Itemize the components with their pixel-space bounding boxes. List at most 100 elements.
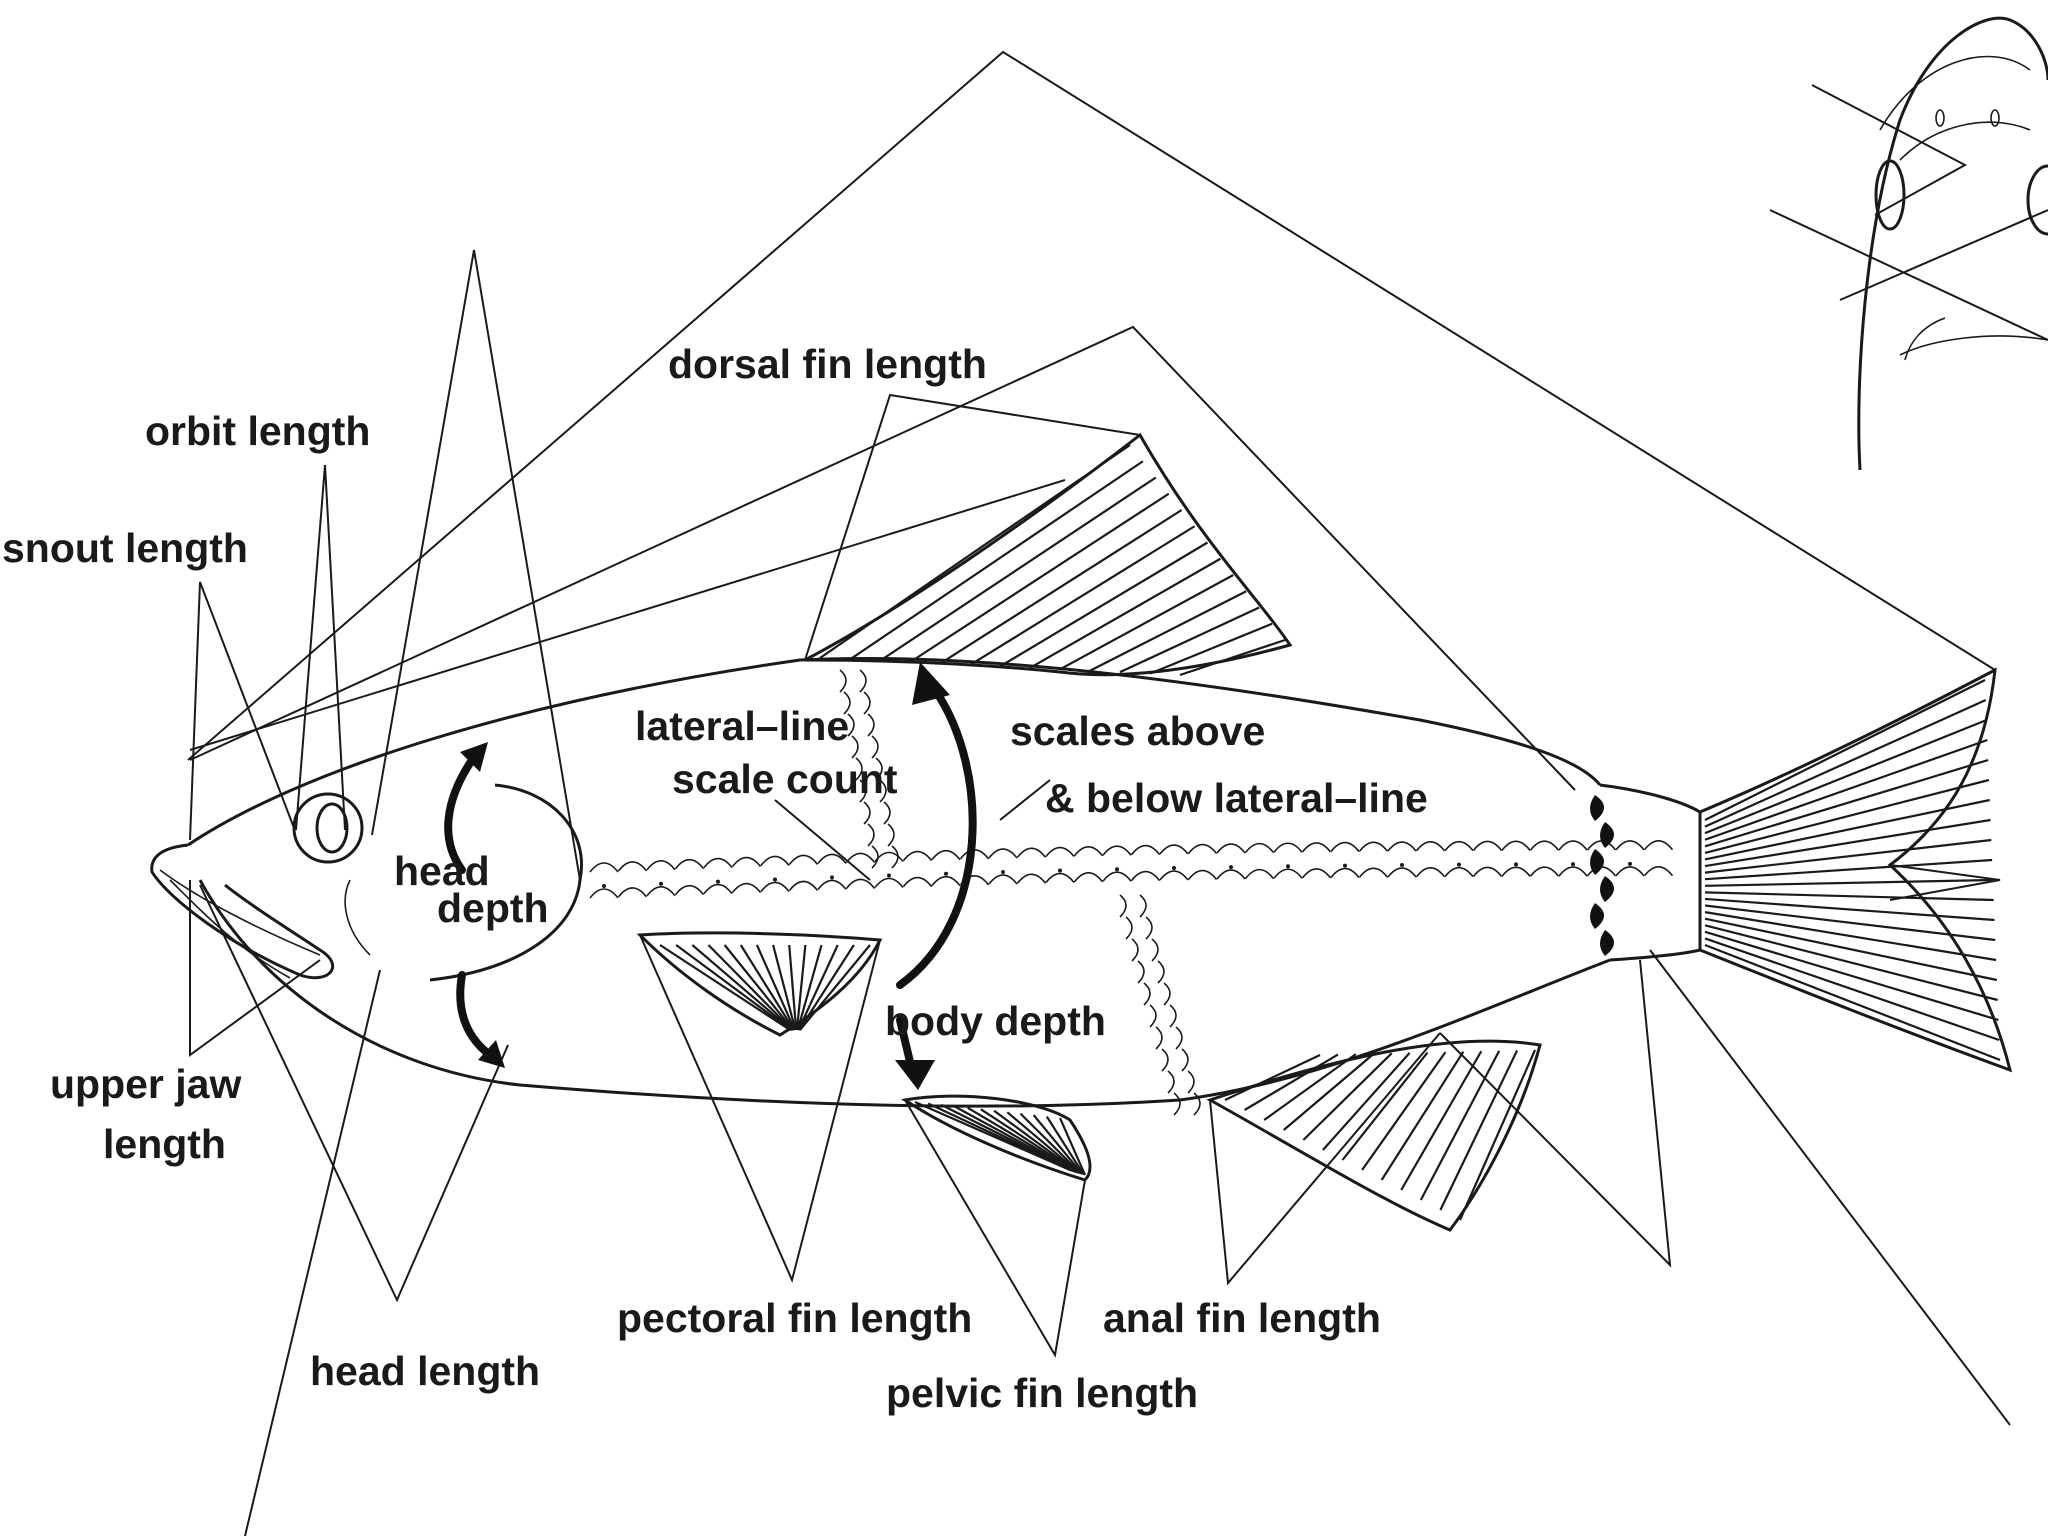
fin-ray [1179,638,1286,677]
fin-ray [1704,738,1988,841]
fin-ray [1380,1051,1465,1181]
lower-jaw [169,879,291,979]
scale [1472,840,1503,851]
pore [1001,870,1005,875]
scale [902,876,933,888]
pore [773,877,777,882]
scale [1643,866,1674,877]
scale [1615,840,1645,851]
scale [1415,867,1446,878]
scale [845,852,876,863]
standard-length-line [187,50,1996,761]
scale [1529,866,1560,877]
fin-ray [799,944,871,1031]
scale [988,874,1018,885]
fin-ray [1704,858,1993,881]
label-head-length: head length [310,1348,540,1394]
scale [646,885,676,897]
scale [1187,1070,1195,1094]
scale [863,801,871,825]
scale [589,888,619,899]
scale [843,691,851,715]
scale [1187,869,1218,881]
gill-cover [429,783,583,982]
scale [1016,873,1047,884]
scale [1358,867,1389,878]
scale [1444,840,1474,852]
fin-ray [849,460,1144,661]
fin-ray [1400,1050,1483,1191]
body-depth-arrow-up [896,686,977,989]
scale [731,856,762,868]
label-scale-count: scale count [672,756,898,802]
caudal-fin [1698,667,2013,1073]
scale [1131,938,1139,962]
fin-ray [1045,1115,1085,1176]
fin-ray [939,509,1183,665]
pore [1229,865,1233,870]
fin-ray [819,444,1131,659]
fin-ray [1224,1054,1321,1101]
fin-ray [1361,1051,1447,1171]
fin-ray [1704,917,1998,982]
pore [716,879,720,884]
head-front-view-inset [1857,16,2048,471]
label-orbit-length: orbit length [145,408,370,454]
scale [731,882,762,894]
scale [1273,842,1303,853]
dorsal-fin [804,432,1293,677]
fin-ray [1059,574,1234,671]
fin-ray [1119,606,1260,674]
scale [867,713,875,737]
lateral-line-scales [589,840,1674,899]
scale [847,713,855,737]
scale [855,757,863,781]
scale [1181,1048,1189,1072]
scale [1169,1004,1177,1028]
lower-long-line [244,969,381,1536]
head-length-line [199,884,509,1303]
scale [1643,840,1674,851]
scale [1387,841,1417,852]
scale [879,779,887,803]
upper-jaw-line [189,880,321,1057]
scale-column-vertical [839,669,1614,1116]
scale [703,883,733,895]
fin-ray [1704,911,1997,962]
scale [1301,842,1332,853]
scale [1139,894,1147,918]
scale [1045,846,1075,858]
label-pelvic-fin-length: pelvic fin length [886,1370,1198,1416]
labels: dorsal fin length orbit length snout len… [2,341,1428,1416]
caudal-long-line [1649,949,2011,1426]
fin-ray [1704,818,1991,868]
fin-ray [980,1108,1078,1174]
fin-ray [1341,1051,1429,1161]
head-depth-arrow-up [444,756,476,874]
pore [1571,862,1575,867]
scale [1590,903,1604,929]
fin-ray [1704,904,1996,942]
scale [589,862,619,873]
scale [887,823,895,847]
scale [1157,960,1165,984]
fin-ray [1006,1111,1081,1175]
fin-ray [675,944,792,1031]
scale [1130,844,1161,856]
scale [703,857,733,869]
scale [1193,1092,1201,1116]
scale [1330,867,1360,879]
scale [1387,867,1417,878]
scale [883,801,891,825]
inset-line-3 [1839,209,2048,301]
fin-ray [1058,1117,1087,1176]
caudal-notch-line [1889,864,2001,901]
orbit-to-top-line [371,249,581,881]
pelvic-fin-line [904,1099,1086,1358]
fin-ray [1149,622,1273,675]
scale [1045,872,1075,884]
orbit-length-line [295,464,346,831]
label-anal-fin-length: anal fin length [1103,1295,1381,1341]
scale [1073,872,1104,883]
fin-ray [1089,590,1247,672]
